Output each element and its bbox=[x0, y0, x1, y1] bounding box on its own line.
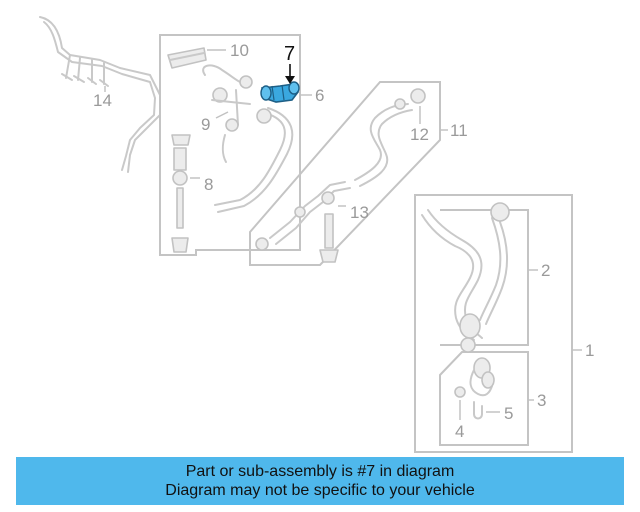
callout-1: 1 bbox=[585, 341, 594, 360]
callout-4: 4 bbox=[455, 422, 464, 441]
part-4-ring bbox=[454, 386, 466, 398]
part-14-line-assembly bbox=[39, 16, 161, 173]
part-5-clip bbox=[473, 401, 483, 420]
info-banner: Part or sub-assembly is #7 in diagram Di… bbox=[16, 457, 624, 505]
parts-diagram: 14 6 10 9 8 7 1 bbox=[39, 16, 594, 453]
subassembly-box-2 bbox=[440, 209, 529, 346]
part-2-filler-neck bbox=[421, 202, 510, 353]
callout-13: 13 bbox=[350, 203, 369, 222]
subassembly-box-3 bbox=[439, 351, 529, 446]
part-7-hose-highlighted bbox=[260, 81, 300, 103]
part-8-sensor bbox=[171, 134, 191, 253]
callout-12: 12 bbox=[410, 125, 429, 144]
part-13-fitting bbox=[255, 181, 351, 263]
callout-5: 5 bbox=[504, 404, 513, 423]
subassembly-box-11 bbox=[249, 81, 441, 266]
leader-7-arrow bbox=[285, 76, 295, 84]
leader-9 bbox=[215, 111, 229, 119]
callout-14: 14 bbox=[93, 91, 112, 110]
callout-9: 9 bbox=[201, 115, 210, 134]
callout-6: 6 bbox=[315, 86, 324, 105]
part-hose-left bbox=[214, 111, 286, 206]
callout-8: 8 bbox=[204, 175, 213, 194]
part-9-fitting bbox=[202, 64, 253, 163]
info-banner-line-2: Diagram may not be specific to your vehi… bbox=[165, 482, 475, 499]
part-3-hose-clamp bbox=[469, 357, 495, 397]
callout-2: 2 bbox=[541, 261, 550, 280]
part-10-pad bbox=[167, 47, 207, 69]
callout-10: 10 bbox=[230, 41, 249, 60]
subassembly-box-6 bbox=[159, 34, 301, 256]
subassembly-box-1 bbox=[414, 194, 573, 453]
info-banner-line-1: Part or sub-assembly is #7 in diagram bbox=[185, 463, 455, 480]
callout-11: 11 bbox=[450, 121, 468, 140]
callout-7: 7 bbox=[284, 43, 295, 65]
part-12-connector bbox=[354, 88, 426, 187]
callout-3: 3 bbox=[537, 391, 546, 410]
